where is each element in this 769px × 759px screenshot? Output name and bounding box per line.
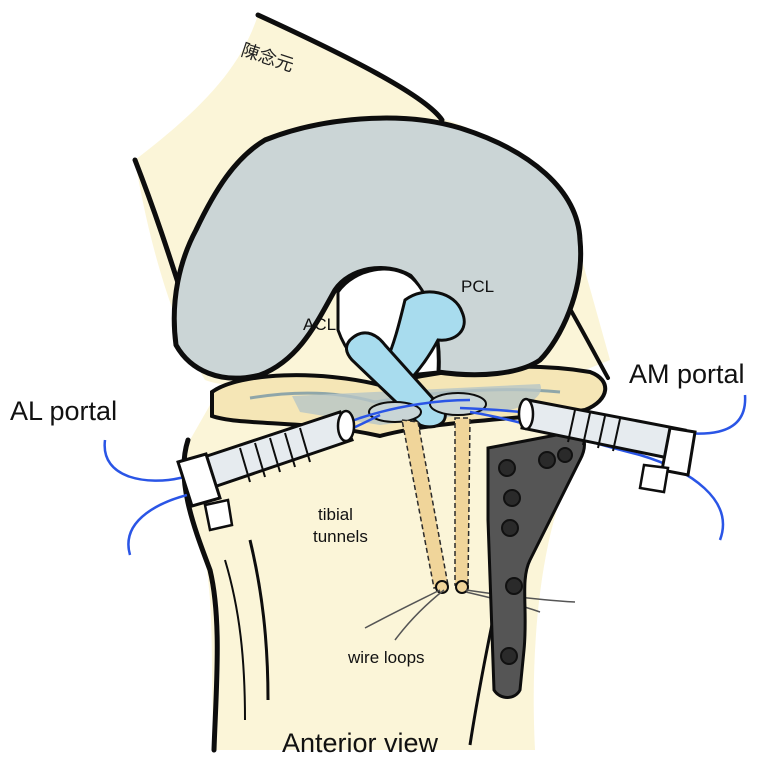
tibial-tunnel-medial [455,418,470,585]
tibial-tunnels-label-line1: tibial [318,505,353,524]
am-portal-label: AM portal [629,359,745,389]
pcl-label: PCL [461,277,494,296]
plate-screw [499,460,515,476]
anterior-view-label: Anterior view [282,728,439,758]
plate-screw [504,490,520,506]
tibial-tunnels-label-line2: tunnels [313,527,368,546]
am-cannula-tip [519,399,533,429]
plate-screw [539,452,555,468]
al-cannula-tip [338,411,354,441]
plate-screw [501,648,517,664]
al-portal-label: AL portal [10,396,117,426]
al-cannula-valve [205,500,232,530]
tunnel-exit-medial [456,581,468,593]
plate-screw [506,578,522,594]
wire-loops-label: wire loops [347,648,425,667]
plate-screw [502,520,518,536]
am-cannula-valve [640,465,668,492]
acl-label: ACL [303,315,336,334]
tunnel-opening-medial [430,393,486,415]
plate-screw [558,448,572,462]
